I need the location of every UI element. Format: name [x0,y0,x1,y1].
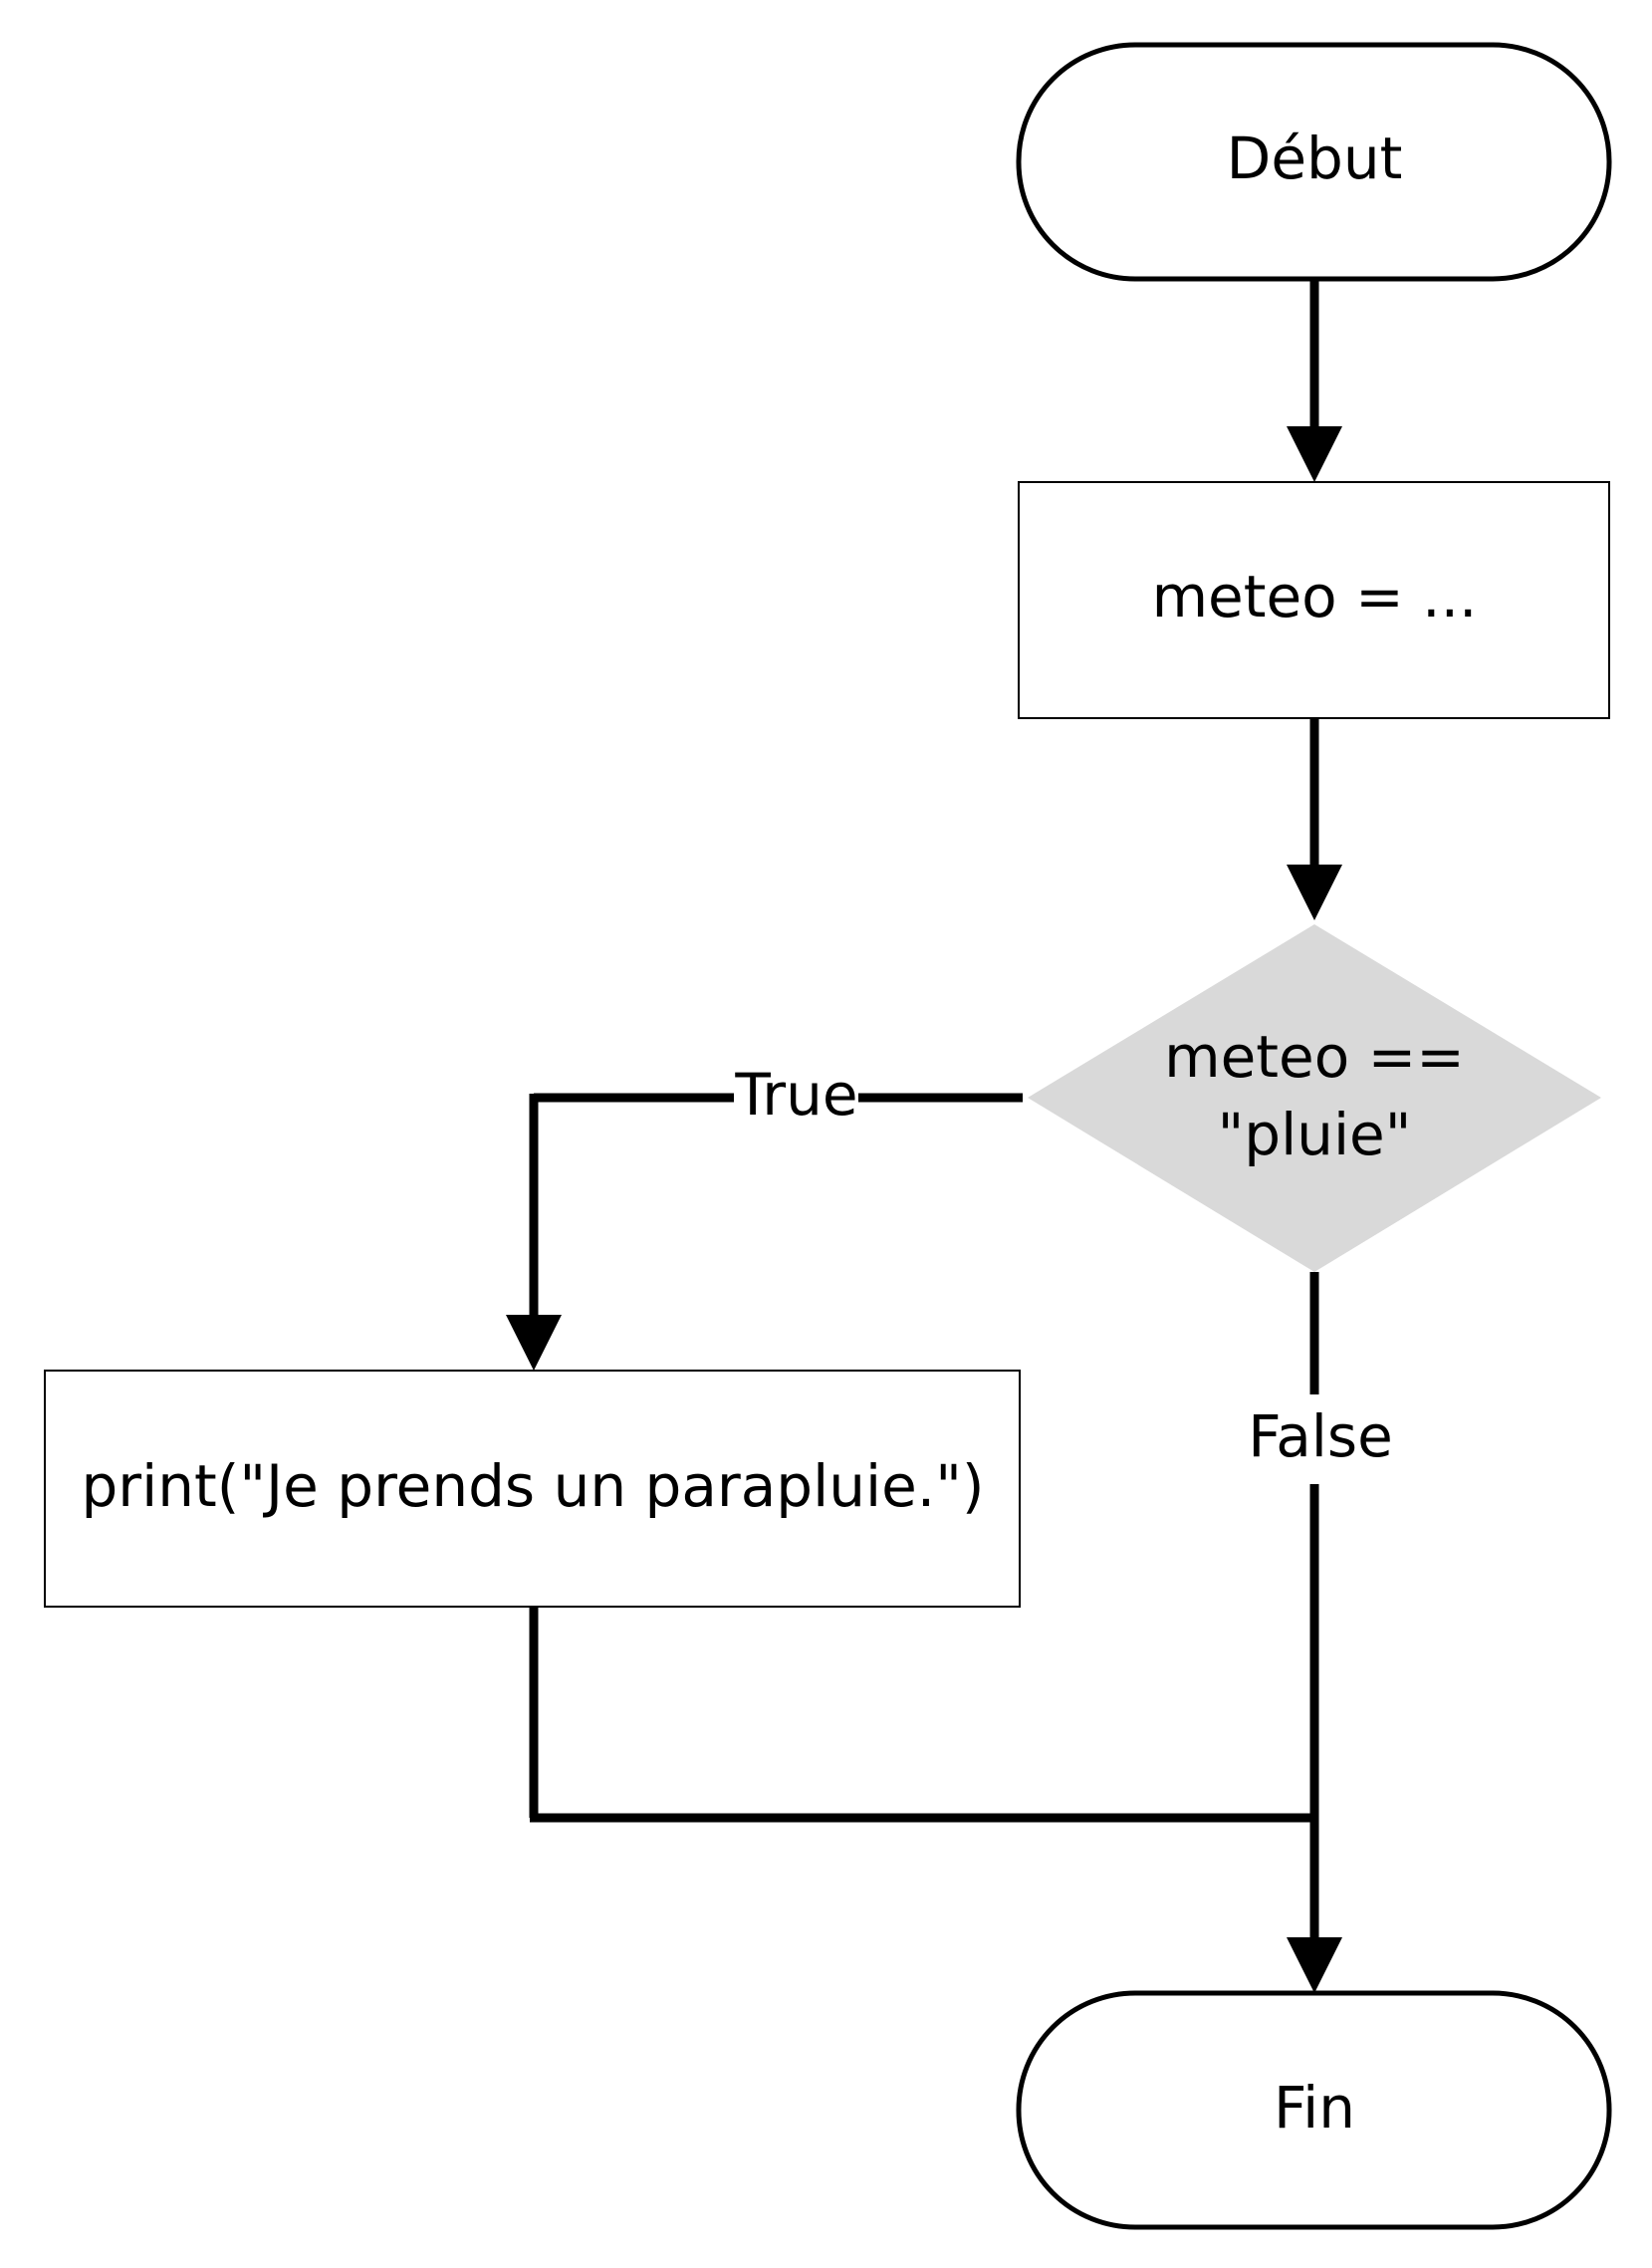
action-process-label: print("Je prends un parapluie.") [81,1452,984,1520]
edge-assign-to-decision [1287,718,1342,920]
decision-label-line2: "pluie" [1218,1101,1412,1168]
arrowhead [1287,1937,1342,1993]
decision-label-line1: meteo == [1164,1023,1465,1091]
decision-diamond-shape [1028,924,1601,1272]
arrowhead [506,1315,562,1371]
edge-action-to-merge [529,1607,1342,1993]
decision-node: meteo == "pluie" [1028,924,1601,1272]
edge-start-to-assign [1287,279,1342,482]
assign-process-label: meteo = ... [1152,563,1478,630]
end-terminal-shape [1016,1990,1612,2230]
action-process: print("Je prends un parapluie.") [44,1370,1021,1608]
edge-false-branch: False [1248,1272,1393,1942]
end-terminal-label: Fin [1274,2074,1355,2142]
end-terminal: Fin [1016,1990,1612,2230]
assign-process: meteo = ... [1018,481,1610,719]
true-branch-label: True [734,1061,857,1129]
arrowhead [1287,865,1342,920]
arrowhead [1287,426,1342,482]
start-terminal-label: Début [1227,125,1403,192]
edge-true-branch: True [506,1061,1023,1371]
false-branch-label: False [1248,1402,1393,1470]
action-process-shape [44,1370,1021,1608]
assign-process-shape [1018,481,1610,719]
start-terminal: Début [1016,42,1612,282]
